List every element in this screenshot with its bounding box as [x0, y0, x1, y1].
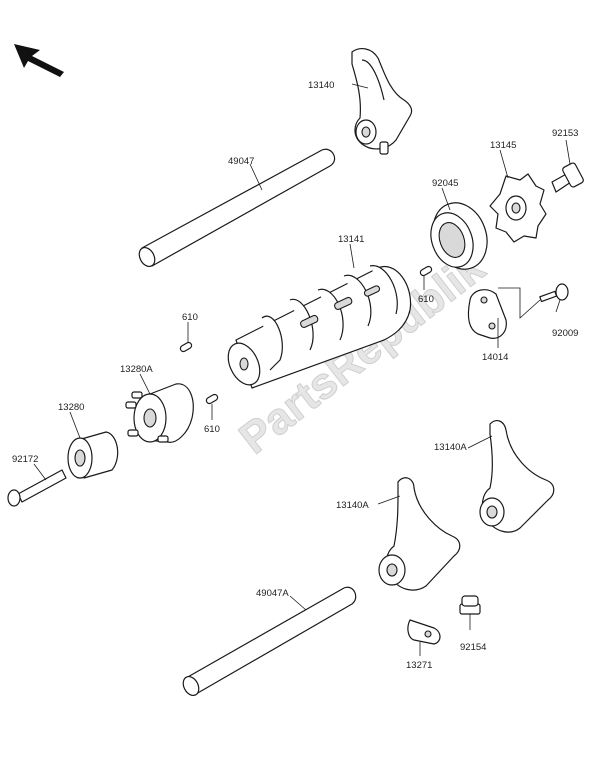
label-49047: 49047 [228, 156, 254, 167]
label-92154: 92154 [460, 642, 486, 653]
screw-92009 [539, 283, 569, 303]
bolt-92172 [7, 469, 67, 507]
part-labels: 13140 49047 13145 92153 92045 13141 610 … [12, 80, 578, 671]
label-49047A: 49047A [256, 588, 289, 599]
label-13141: 13141 [338, 234, 364, 245]
label-92009: 92009 [552, 328, 578, 339]
orientation-arrow-icon [14, 44, 64, 77]
label-13140: 13140 [308, 80, 334, 91]
label-13145: 13145 [490, 140, 516, 151]
pin-610-right [419, 265, 433, 277]
shift-drum-segment-13145 [489, 173, 547, 243]
bearing-92045 [430, 202, 488, 270]
shift-fork-13140 [351, 48, 413, 155]
label-610-lower: 610 [204, 424, 220, 435]
leader-lines [33, 83, 571, 656]
label-14014: 14014 [482, 352, 508, 363]
shaft-49047 [138, 148, 336, 268]
label-13140A-left: 13140A [336, 500, 369, 511]
label-610-right: 610 [418, 294, 434, 305]
label-610-upper: 610 [182, 312, 198, 323]
shift-drum-13141 [227, 265, 412, 389]
pin-610-upper [179, 341, 193, 353]
pin-holder-13280A [125, 383, 194, 443]
bolt-92153 [551, 162, 584, 193]
plate-14014 [467, 289, 507, 339]
plate-13271 [407, 619, 441, 645]
collar-13280 [67, 431, 119, 479]
shift-fork-13140A-left [378, 477, 461, 591]
label-92153: 92153 [552, 128, 578, 139]
label-92045: 92045 [432, 178, 458, 189]
label-92172: 92172 [12, 454, 38, 465]
label-13280A: 13280A [120, 364, 153, 375]
shaft-49047A [182, 586, 357, 697]
shift-fork-13140A-right [479, 420, 555, 533]
bolt-92154 [459, 595, 481, 615]
label-13271: 13271 [406, 660, 432, 671]
label-13280: 13280 [58, 402, 84, 413]
label-13140A-right: 13140A [434, 442, 467, 453]
pin-610-lower [205, 393, 219, 405]
